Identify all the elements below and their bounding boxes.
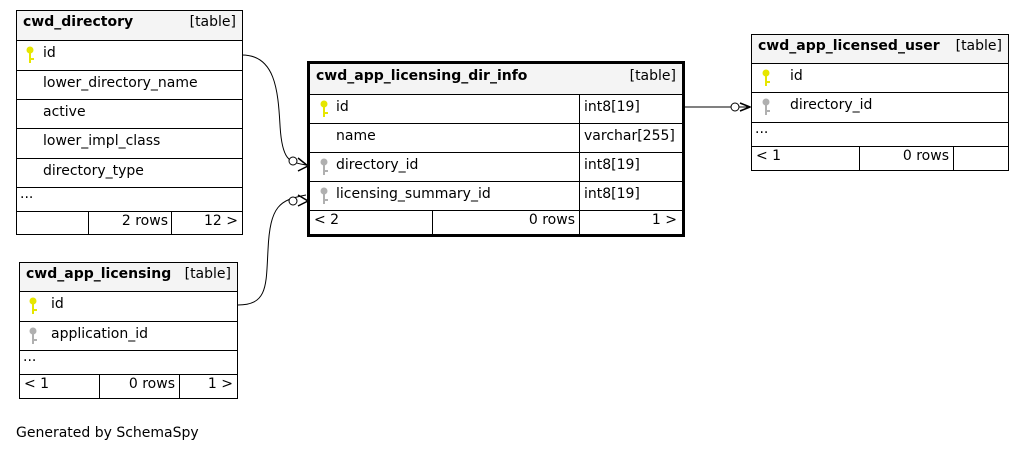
column-row[interactable]: directory_id bbox=[752, 93, 1008, 123]
table-footer: < 2 0 rows 1 > bbox=[310, 211, 682, 234]
column-type: varchar[255] bbox=[584, 128, 675, 144]
relationship-licensing-zero-marker bbox=[288, 196, 298, 206]
foreign-key-icon bbox=[762, 98, 770, 115]
column-row[interactable]: licensing_summary_id int8[19] bbox=[310, 182, 682, 211]
footer-parents[interactable]: < 2 bbox=[314, 212, 340, 228]
table-name: cwd_app_licensing_dir_info bbox=[316, 68, 528, 84]
table-cwd-directory[interactable]: cwd_directory [table] id lower_directory… bbox=[16, 10, 243, 235]
relationship-directory-crowfoot bbox=[297, 157, 309, 172]
column-row[interactable]: lower_directory_name bbox=[17, 71, 242, 100]
foreign-key-icon bbox=[29, 327, 37, 344]
column-row[interactable]: id bbox=[17, 41, 242, 71]
column-name: directory_id bbox=[790, 97, 873, 113]
column-name: directory_type bbox=[43, 163, 144, 179]
footer-row-count: 0 rows bbox=[528, 212, 575, 228]
column-name: licensing_summary_id bbox=[336, 186, 491, 202]
column-row[interactable]: directory_id int8[19] bbox=[310, 153, 682, 182]
table-header: cwd_app_licensed_user [table] bbox=[752, 35, 1008, 64]
table-name: cwd_app_licensed_user bbox=[758, 38, 940, 54]
column-row[interactable]: application_id bbox=[20, 322, 237, 351]
table-cwd-app-licensing[interactable]: cwd_app_licensing [table] id application… bbox=[19, 262, 238, 399]
column-row[interactable]: id int8[19] bbox=[310, 95, 682, 124]
relationship-licensed-user-zero-marker bbox=[730, 102, 740, 112]
footer-parents[interactable]: < 1 bbox=[24, 376, 50, 392]
more-columns: ... bbox=[20, 349, 237, 375]
column-row[interactable]: active bbox=[17, 100, 242, 129]
footer-row-count: 0 rows bbox=[902, 148, 949, 164]
relationship-licensing-crowfoot bbox=[297, 194, 309, 207]
more-columns: ... bbox=[17, 186, 242, 212]
column-name: id bbox=[43, 45, 56, 61]
column-name: active bbox=[43, 104, 86, 120]
column-row[interactable]: id bbox=[752, 64, 1008, 93]
table-cwd-app-licensing-dir-info[interactable]: cwd_app_licensing_dir_info [table] id in… bbox=[307, 61, 685, 237]
footer-children[interactable]: 12 > bbox=[204, 213, 238, 229]
column-name: application_id bbox=[51, 326, 149, 342]
relationship-directory-zero-marker bbox=[288, 156, 298, 166]
column-row[interactable]: id bbox=[20, 292, 237, 322]
column-row[interactable]: lower_impl_class bbox=[17, 129, 242, 159]
table-type: [table] bbox=[629, 68, 676, 84]
table-name: cwd_directory bbox=[23, 14, 134, 30]
column-name: lower_impl_class bbox=[43, 133, 161, 149]
column-type: int8[19] bbox=[584, 99, 640, 115]
table-name: cwd_app_licensing bbox=[26, 266, 172, 282]
footer-row-count: 0 rows bbox=[128, 376, 175, 392]
primary-key-icon bbox=[762, 69, 770, 86]
column-name: directory_id bbox=[336, 157, 419, 173]
column-type: int8[19] bbox=[584, 186, 640, 202]
more-columns: ... bbox=[752, 121, 1008, 147]
generated-by-label: Generated by SchemaSpy bbox=[16, 425, 199, 441]
table-type: [table] bbox=[955, 38, 1002, 54]
relationship-licensing-line bbox=[237, 194, 307, 306]
primary-key-icon bbox=[320, 100, 328, 117]
relationship-licensed-user-crowfoot bbox=[739, 102, 751, 112]
primary-key-icon bbox=[26, 46, 34, 63]
table-type: [table] bbox=[189, 14, 236, 30]
column-name: lower_directory_name bbox=[43, 75, 198, 91]
column-row[interactable]: name varchar[255] bbox=[310, 124, 682, 153]
table-cwd-app-licensed-user[interactable]: cwd_app_licensed_user [table] id directo… bbox=[751, 34, 1009, 171]
table-type: [table] bbox=[184, 266, 231, 282]
footer-children[interactable]: 1 > bbox=[651, 212, 677, 228]
primary-key-icon bbox=[29, 297, 37, 314]
column-row[interactable]: directory_type bbox=[17, 159, 242, 188]
table-footer: 2 rows 12 > bbox=[17, 212, 242, 234]
column-name: id bbox=[790, 68, 803, 84]
footer-parents[interactable]: < 1 bbox=[756, 148, 782, 164]
table-header: cwd_directory [table] bbox=[17, 11, 242, 41]
column-name: name bbox=[336, 128, 376, 144]
table-header: cwd_app_licensing_dir_info [table] bbox=[310, 64, 682, 95]
column-type: int8[19] bbox=[584, 157, 640, 173]
column-name: id bbox=[336, 99, 349, 115]
relationship-directory-line bbox=[241, 54, 307, 166]
footer-row-count: 2 rows bbox=[121, 213, 168, 229]
footer-children[interactable]: 1 > bbox=[207, 376, 233, 392]
table-header: cwd_app_licensing [table] bbox=[20, 263, 237, 292]
foreign-key-icon bbox=[320, 187, 328, 204]
column-name: id bbox=[51, 296, 64, 312]
table-footer: < 1 0 rows bbox=[752, 147, 1008, 170]
foreign-key-icon bbox=[320, 158, 328, 175]
table-footer: < 1 0 rows 1 > bbox=[20, 375, 237, 398]
